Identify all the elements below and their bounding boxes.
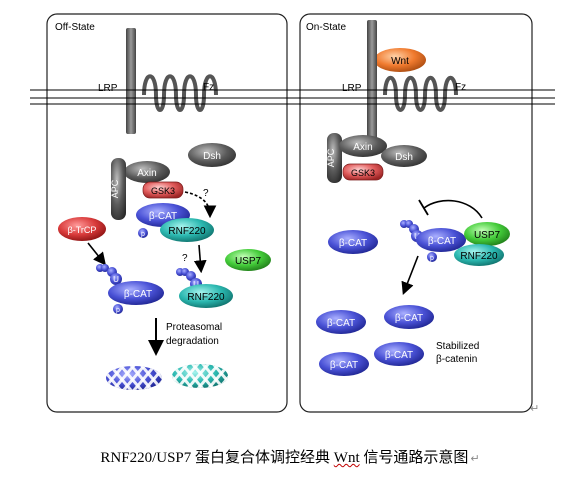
axin-label: Axin <box>137 168 156 179</box>
usp7-inhibition-line <box>423 199 483 219</box>
on-gsk3-label: GSK3 <box>351 168 375 178</box>
on-apc-label: APC <box>326 148 336 167</box>
on-rnf220-protein <box>454 244 504 266</box>
ubiquitinated-bcat-left <box>108 281 164 305</box>
on-complex-bcat <box>416 228 466 252</box>
stabilized-bcat-3-label: β-CAT <box>330 360 358 371</box>
on-lrp-label: LRP <box>342 83 362 94</box>
btrcp-label: β-TrCP <box>68 225 97 235</box>
gsk3-label: GSK3 <box>151 186 175 196</box>
question-mark-2: ? <box>182 253 188 264</box>
on-usp7-label: USP7 <box>474 230 501 241</box>
off-state-title: Off-State <box>55 22 95 33</box>
on-apc-protein <box>327 133 342 183</box>
stabilized-bcat-4-label: β-CAT <box>385 350 413 361</box>
frizzled-receptor <box>142 74 218 112</box>
wnt-label: Wnt <box>391 56 409 67</box>
figure-caption: RNF220/USP7 蛋白复合体调控经典 Wnt 信号通路示意图↵ <box>0 446 580 467</box>
wnt-signaling-figure: Off-State LRP Fz Axin Dsh APC GSK3 ? β-C… <box>30 13 555 413</box>
on-frizzled-receptor <box>383 75 458 112</box>
on-dsh-protein <box>381 145 427 167</box>
ubiquitinated-rnf220 <box>179 284 233 308</box>
ubiquitinated-rnf220-label: RNF220 <box>187 292 225 303</box>
on-lrp-receptor <box>367 20 377 146</box>
on-rnf220-label: RNF220 <box>460 251 498 262</box>
stabilized-text-line1: Stabilized <box>436 341 479 352</box>
dashed-arrow-gsk3-to-rnf220 <box>184 191 217 219</box>
arrow-to-stabilized <box>401 255 419 295</box>
phosphate-2-label: p <box>116 307 120 314</box>
rnf220-label: RNF220 <box>168 226 206 237</box>
rnf220-protein <box>160 218 214 242</box>
stabilized-bcat-2-label: β-CAT <box>395 313 423 324</box>
cell-membrane <box>30 89 555 105</box>
lrp-receptor <box>126 28 136 134</box>
fz-label: Fz <box>203 82 214 93</box>
stabilized-bcat-3 <box>319 352 369 376</box>
on-complex-bcat-label: β-CAT <box>428 236 456 247</box>
ubiquitin-chain-left: U <box>96 264 122 285</box>
question-mark-1: ? <box>203 188 209 199</box>
phosphate-2 <box>113 304 123 314</box>
degradation-text-line1: Proteasomal <box>166 322 222 333</box>
on-fz-label: Fz <box>455 82 466 93</box>
btrcp-protein <box>58 217 106 241</box>
stabilized-bcat-1 <box>316 310 366 334</box>
ubiquitin-right-label: U <box>193 280 199 289</box>
caption-prefix: RNF220/USP7 蛋白复合体调控经典 <box>100 450 334 466</box>
off-state-panel: Off-State LRP Fz Axin Dsh APC GSK3 ? β-C… <box>46 13 288 413</box>
on-phosphate <box>427 252 437 262</box>
stabilized-bcat-4 <box>374 342 424 366</box>
on-state-title: On-State <box>306 22 346 33</box>
usp7-inhibition-bar <box>418 199 429 216</box>
apc-label: APC <box>110 179 120 198</box>
stabilized-text-line2: β-catenin <box>436 354 477 365</box>
return-mark-figure: ↵ <box>530 402 540 415</box>
arrow-btrcp-to-bcat <box>87 242 106 266</box>
gsk3-protein <box>142 181 184 199</box>
stabilized-bcat-2 <box>384 305 434 329</box>
on-free-bcat-label: β-CAT <box>339 238 367 249</box>
usp7-protein <box>225 249 271 271</box>
ubiquitin-left-label: U <box>113 275 119 284</box>
caption-wnt: Wnt <box>333 450 360 466</box>
on-state-panel: On-State Wnt LRP Fz APC Axin Dsh GSK3 β-… <box>299 13 533 413</box>
arrow-rnf220-to-ubiquitin <box>193 244 207 274</box>
degraded-bcat <box>106 366 162 390</box>
phosphate-1-label: p <box>141 231 145 238</box>
dsh-protein <box>188 143 236 167</box>
on-free-bcat <box>328 230 378 254</box>
on-dsh-label: Dsh <box>395 152 413 163</box>
phosphate-1 <box>138 228 148 238</box>
degradation-text-line2: degradation <box>166 336 219 347</box>
ubiquitinated-bcat-left-label: β-CAT <box>124 289 152 300</box>
on-phosphate-label: p <box>430 255 434 262</box>
degraded-rnf220 <box>172 364 228 388</box>
usp7-label: USP7 <box>235 256 262 267</box>
apc-protein <box>111 158 126 220</box>
wnt-ligand <box>374 48 426 72</box>
lrp-label: LRP <box>98 83 118 94</box>
bcat-complex-label: β-CAT <box>149 211 177 222</box>
on-axin-protein <box>339 135 387 157</box>
return-mark-caption: ↵ <box>470 452 480 465</box>
on-gsk3-protein <box>342 163 384 181</box>
axin-protein <box>124 161 170 183</box>
caption-suffix: 信号通路示意图 <box>359 450 469 466</box>
stabilized-bcat-1-label: β-CAT <box>327 318 355 329</box>
on-axin-label: Axin <box>353 142 372 153</box>
dsh-label: Dsh <box>203 151 221 162</box>
on-usp7-protein <box>464 222 510 246</box>
